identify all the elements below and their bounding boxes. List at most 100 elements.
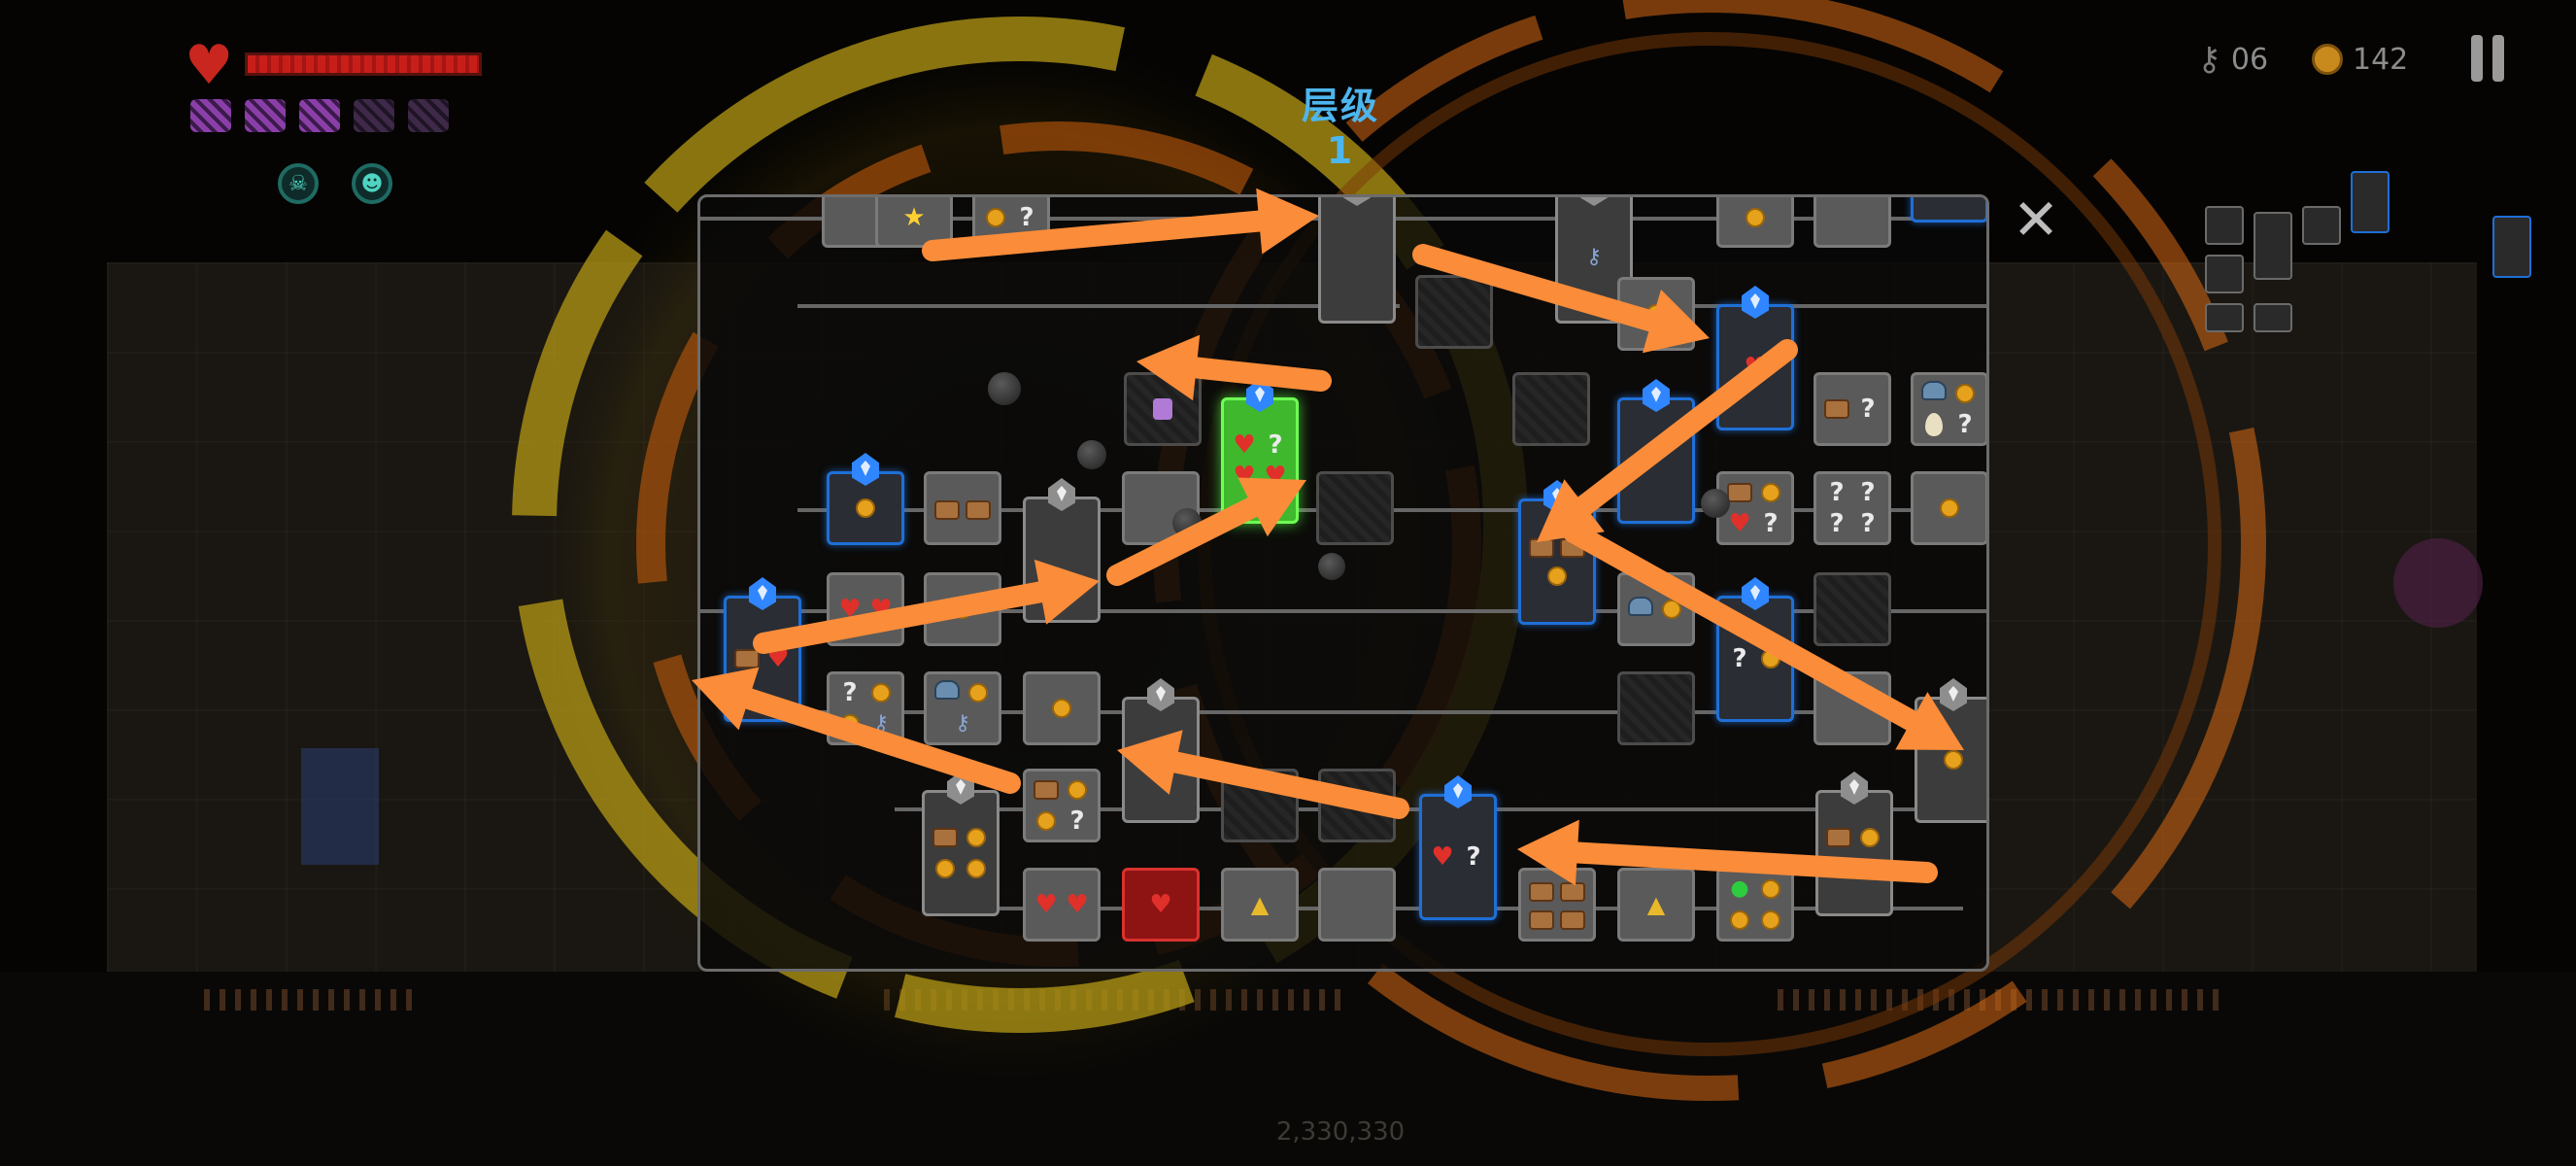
egg-icon [1925, 413, 1943, 436]
chest-icon [966, 499, 991, 520]
map-room-coin-small[interactable] [1617, 277, 1695, 351]
enemy-orb-icon [988, 372, 1021, 405]
health-bar-fill [248, 55, 479, 73]
map-room-chest-coin-q[interactable]: ? [1023, 769, 1101, 842]
map-room-special-coin-l[interactable] [827, 453, 904, 545]
helmet-icon [934, 680, 960, 700]
helmet-icon [1628, 597, 1653, 616]
map-room-portal-br[interactable] [1815, 772, 1893, 916]
portal-marker-icon [1147, 678, 1174, 711]
map-room-special-start[interactable]: ♥ [724, 577, 801, 722]
map-room-eye-coins[interactable]: ● [1716, 868, 1794, 942]
map-room-coin-l2[interactable] [1023, 671, 1101, 745]
coin-icon [1761, 649, 1780, 669]
portal-marker-icon [947, 772, 974, 805]
map-room-qqqq[interactable]: ???? [1813, 471, 1891, 545]
unknown-item-icon: ? [1732, 644, 1747, 673]
map-room-top-star[interactable]: ★ [875, 197, 953, 248]
map-room-shop[interactable]: ♥ [1122, 868, 1200, 942]
coin-icon [1860, 859, 1880, 878]
map-room-top-dark-1[interactable] [1415, 275, 1493, 349]
map-room-special-bottom[interactable]: ♥? [1419, 775, 1497, 920]
coin-icon [1646, 304, 1666, 324]
coin-icon [1761, 910, 1780, 930]
map-room-dark-c[interactable] [1316, 471, 1394, 545]
coin-icon [1940, 498, 1959, 518]
map-room-tri-1[interactable]: ▲ [1221, 868, 1299, 942]
key-icon: ⚷ [1585, 245, 1603, 269]
coin-icon [840, 714, 860, 734]
map-corridor [797, 710, 1986, 714]
map-room-portal-bl[interactable] [922, 772, 1000, 916]
coin-count: 142 [2353, 42, 2409, 77]
map-room-plain-r3[interactable] [1813, 671, 1891, 745]
map-room-plain-b[interactable] [1318, 868, 1396, 942]
map-room-coin-right[interactable] [1911, 471, 1986, 545]
map-room-helmet-key[interactable]: ⚷ [924, 671, 1001, 745]
map-room-tri-2[interactable]: ▲ [1617, 868, 1695, 942]
map-room-top-coinq[interactable]: ? [972, 197, 1050, 248]
map-room-top-coin[interactable] [1716, 197, 1794, 248]
map-room-special-r2[interactable] [1518, 480, 1596, 625]
heart-icon: ♥ [1233, 430, 1256, 460]
map-room-current[interactable]: ♥?♥♥ [1221, 379, 1299, 524]
map-room-qcoin-key[interactable]: ?⚷ [827, 671, 904, 745]
coin-icon [968, 683, 988, 703]
pause-button[interactable] [2471, 35, 2504, 82]
map-room-top-plain[interactable] [1813, 197, 1891, 248]
map-room-special-r1[interactable] [1617, 379, 1695, 524]
map-room-hearts-row[interactable]: ♥♥ [827, 572, 904, 646]
map-room-chests-2[interactable] [924, 471, 1001, 545]
coin-icon [1829, 859, 1848, 878]
portal-marker-icon [1048, 478, 1075, 511]
chest-icon [1529, 882, 1554, 902]
unknown-item-icon: ? [1069, 806, 1085, 836]
chest-icon [1529, 910, 1554, 930]
minimap-room [2254, 303, 2292, 332]
minimap-room [2205, 303, 2244, 332]
map-room-helmet-egg[interactable]: ? [1911, 372, 1986, 446]
health-bar [245, 52, 482, 76]
coin-icon [935, 859, 955, 878]
map-room-special-heart[interactable]: ♥ [1716, 286, 1794, 430]
map-room-portal-l[interactable] [1023, 478, 1101, 623]
chest-icon [734, 649, 760, 669]
heart-icon: ♥ [1149, 890, 1172, 919]
minimap-room [2205, 255, 2244, 293]
map-room-hearts-b[interactable]: ♥♥ [1023, 868, 1101, 942]
enemy-orb-icon [1318, 553, 1345, 580]
map-room-chests-4[interactable] [1518, 868, 1596, 942]
close-map-button[interactable]: ✕ [2012, 187, 2060, 253]
heart-icon: ♥ [1233, 462, 1256, 491]
coin-icon [1730, 910, 1749, 930]
minimap-room [2302, 206, 2341, 245]
map-room-portal-far[interactable] [1915, 678, 1986, 823]
map-room-helmet-coin[interactable] [1617, 572, 1695, 646]
map-room-plain-row2[interactable] [924, 572, 1001, 646]
heart-icon: ♥ [838, 595, 862, 624]
map-room-dark-b1[interactable] [1221, 769, 1299, 842]
minimap-room [2492, 216, 2531, 278]
map-room-top-portal-1[interactable] [1318, 197, 1396, 324]
crystal-marker-icon [1643, 379, 1670, 412]
coin-icon [1151, 750, 1170, 770]
minimap-room [2254, 212, 2292, 280]
coin-icon [1944, 750, 1963, 770]
map-room-dark-mid[interactable] [1512, 372, 1590, 446]
map-room-special-r3[interactable]: ? [1716, 577, 1794, 722]
charge-pip-icon [299, 99, 340, 132]
health-heart-icon: ♥ [185, 34, 234, 97]
map-room-portal-mid[interactable] [1122, 678, 1200, 823]
crystal-marker-icon [1543, 480, 1571, 513]
floor-map-panel: ★?⚷♥♥?♥♥??♥?????♥♥♥??⚷⚷?♥?♥♥♥▲▲● [697, 194, 1989, 972]
map-room-dark-r[interactable] [1813, 572, 1891, 646]
coin-icon [2312, 44, 2343, 75]
map-room-top-special[interactable] [1911, 197, 1986, 223]
map-room-chest-q[interactable]: ? [1813, 372, 1891, 446]
coin-counter: 142 [2312, 35, 2408, 84]
map-room-bag[interactable] [1124, 372, 1202, 446]
relic-triangle-icon: ▲ [1646, 891, 1666, 918]
map-room-dark-r2[interactable] [1617, 671, 1695, 745]
charge-pip-icon [408, 99, 449, 132]
map-room-dark-b2[interactable] [1318, 769, 1396, 842]
